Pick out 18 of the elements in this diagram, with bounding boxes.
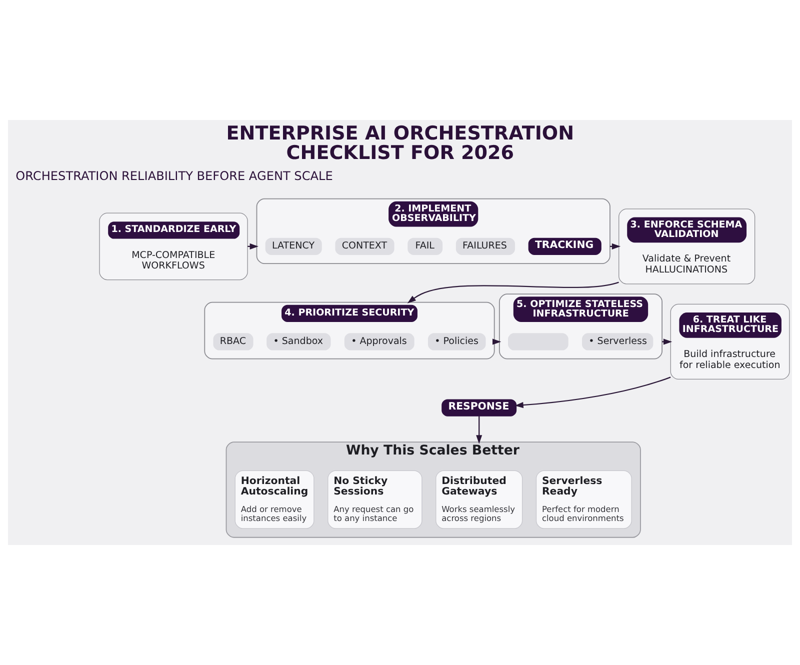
diagram-title: ENTERPRISE AI ORCHESTRATION CHECKLIST FOR 2026	[226, 122, 574, 164]
node-box: • Approvals	[344, 333, 414, 350]
arrow	[662, 338, 672, 345]
node-box	[508, 333, 568, 350]
node-box: LATENCY	[265, 238, 322, 255]
node-box: RESPONSE	[442, 399, 517, 416]
arrow	[514, 376, 671, 408]
node-box: CONTEXT	[335, 238, 394, 255]
node-box: TRACKING	[528, 238, 602, 255]
node-box: RBAC	[213, 333, 254, 350]
node-box: • Sandbox	[266, 333, 331, 350]
node-box: • Serverless	[582, 333, 654, 350]
label: ORCHESTRATION RELIABILITY BEFORE AGENT SCALE	[16, 169, 333, 184]
arrow	[407, 282, 619, 304]
node-box: FAIL	[408, 238, 443, 255]
arrow	[476, 416, 482, 444]
node-box: FAILURES	[456, 238, 515, 255]
node-box: • Policies	[428, 333, 486, 350]
